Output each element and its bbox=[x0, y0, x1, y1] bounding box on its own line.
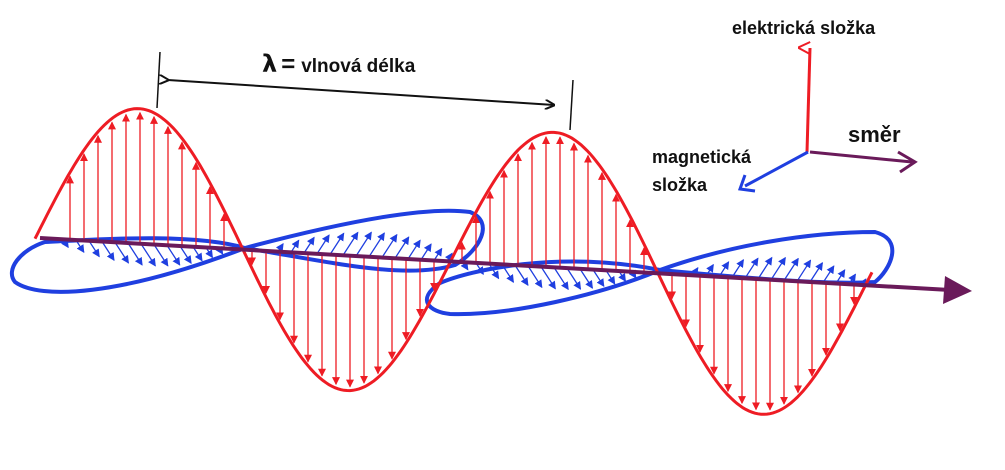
magnetic-field-vector bbox=[329, 232, 345, 255]
magnetic-field-vector bbox=[153, 244, 169, 267]
magnetic-component-label: magnetická složka bbox=[652, 143, 751, 199]
wavelength-text: vlnová délka bbox=[301, 56, 416, 77]
direction-key-arrow bbox=[809, 150, 913, 164]
magnetic-field-vector bbox=[342, 231, 359, 256]
magnetic-field-vector bbox=[381, 233, 398, 258]
lambda-symbol: λ bbox=[262, 50, 278, 78]
wavelength-label: λ=vlnová délka bbox=[262, 50, 415, 79]
magnetic-field-vector bbox=[770, 256, 786, 281]
direction-label: směr bbox=[848, 122, 901, 147]
magnetic-field-vector bbox=[822, 265, 835, 284]
magnetic-field-vector bbox=[316, 234, 330, 255]
equals-sign: = bbox=[281, 51, 296, 78]
magnetic-field-vector bbox=[192, 246, 203, 262]
magnetic-field-vector bbox=[88, 240, 100, 258]
magnetic-field-vector bbox=[809, 262, 823, 283]
electric-key-arrow bbox=[807, 48, 812, 153]
magnetic-field-vector bbox=[101, 241, 115, 261]
magnetic-field-vector bbox=[744, 257, 759, 279]
magnetic-field-vector bbox=[127, 242, 143, 266]
magnetic-field-vector bbox=[540, 266, 556, 290]
magnetic-field-vector bbox=[355, 231, 372, 257]
magnetic-field-vector bbox=[394, 236, 410, 259]
magnetic-field-vector bbox=[368, 232, 385, 258]
magnetic-field-vector bbox=[407, 239, 421, 260]
propagation-axis bbox=[39, 236, 972, 304]
magnetic-label-line1: magnetická bbox=[652, 147, 752, 167]
magnetic-field-vector bbox=[420, 243, 432, 261]
magnetic-field-vector bbox=[290, 239, 300, 253]
magnetic-label-line2: složka bbox=[652, 175, 708, 195]
orientation-key bbox=[737, 48, 918, 193]
magnetic-key-arrow bbox=[744, 150, 809, 188]
magnetic-field-vector bbox=[433, 247, 443, 261]
wavelength-tick-left bbox=[156, 51, 161, 109]
wavelength-tick-right bbox=[569, 79, 574, 131]
magnetic-field-vector bbox=[303, 236, 315, 254]
wavelength-arrow bbox=[168, 80, 554, 105]
magnetic-field-vector bbox=[566, 267, 582, 290]
magnetic-field-vector bbox=[757, 256, 773, 280]
magnetic-field-vector bbox=[488, 263, 500, 280]
electric-wave bbox=[33, 107, 874, 416]
magnetic-field-vector bbox=[166, 244, 181, 266]
magnetic-field-vector bbox=[579, 268, 593, 289]
electric-component-label: elektrická složka bbox=[732, 18, 876, 38]
magnetic-field-vector bbox=[114, 241, 129, 264]
magnetic-field-vector bbox=[592, 269, 605, 288]
magnetic-field-vector bbox=[553, 267, 569, 291]
magnetic-field-vector bbox=[179, 245, 192, 264]
axis-arrow-head bbox=[943, 276, 972, 304]
magnetic-field-vector bbox=[605, 269, 616, 285]
magnetic-field-vector bbox=[140, 243, 156, 267]
magnetic-field-vector bbox=[527, 265, 543, 289]
magnetic-field-vector bbox=[514, 264, 529, 286]
magnetic-field-vector bbox=[796, 259, 812, 282]
magnetic-field-vector bbox=[783, 257, 799, 281]
wavelength-marker bbox=[156, 51, 574, 131]
